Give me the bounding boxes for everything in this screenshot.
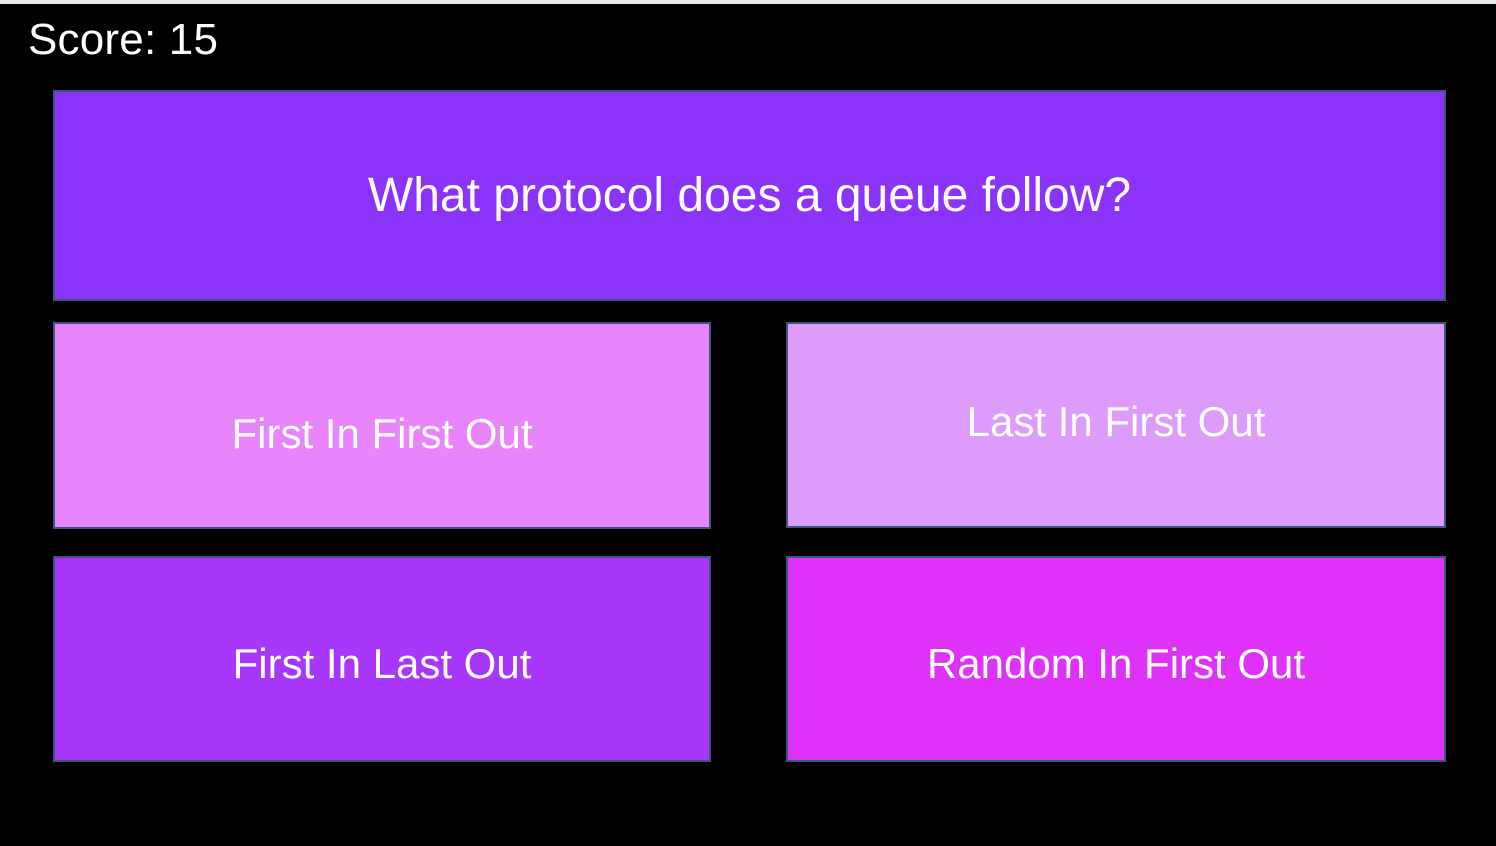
answer-option-label: Last In First Out xyxy=(966,398,1266,445)
answer-option-label: First In First Out xyxy=(231,409,533,457)
answer-option-label: First In Last Out xyxy=(232,640,532,687)
answer-option-random-in-first-out[interactable]: Random In First Out xyxy=(786,556,1446,762)
answer-option-last-in-first-out[interactable]: Last In First Out xyxy=(786,322,1446,528)
score-display: Score: 15 xyxy=(28,15,219,64)
answer-option-first-in-last-out[interactable]: First In Last Out xyxy=(53,556,711,762)
answer-option-label: Random In First Out xyxy=(926,640,1306,687)
top-edge-strip xyxy=(0,0,1496,4)
answer-option-first-in-first-out[interactable]: First In First Out xyxy=(53,322,711,529)
question-text: What protocol does a queue follow? xyxy=(367,168,1132,222)
question-banner: What protocol does a queue follow? xyxy=(53,90,1446,301)
